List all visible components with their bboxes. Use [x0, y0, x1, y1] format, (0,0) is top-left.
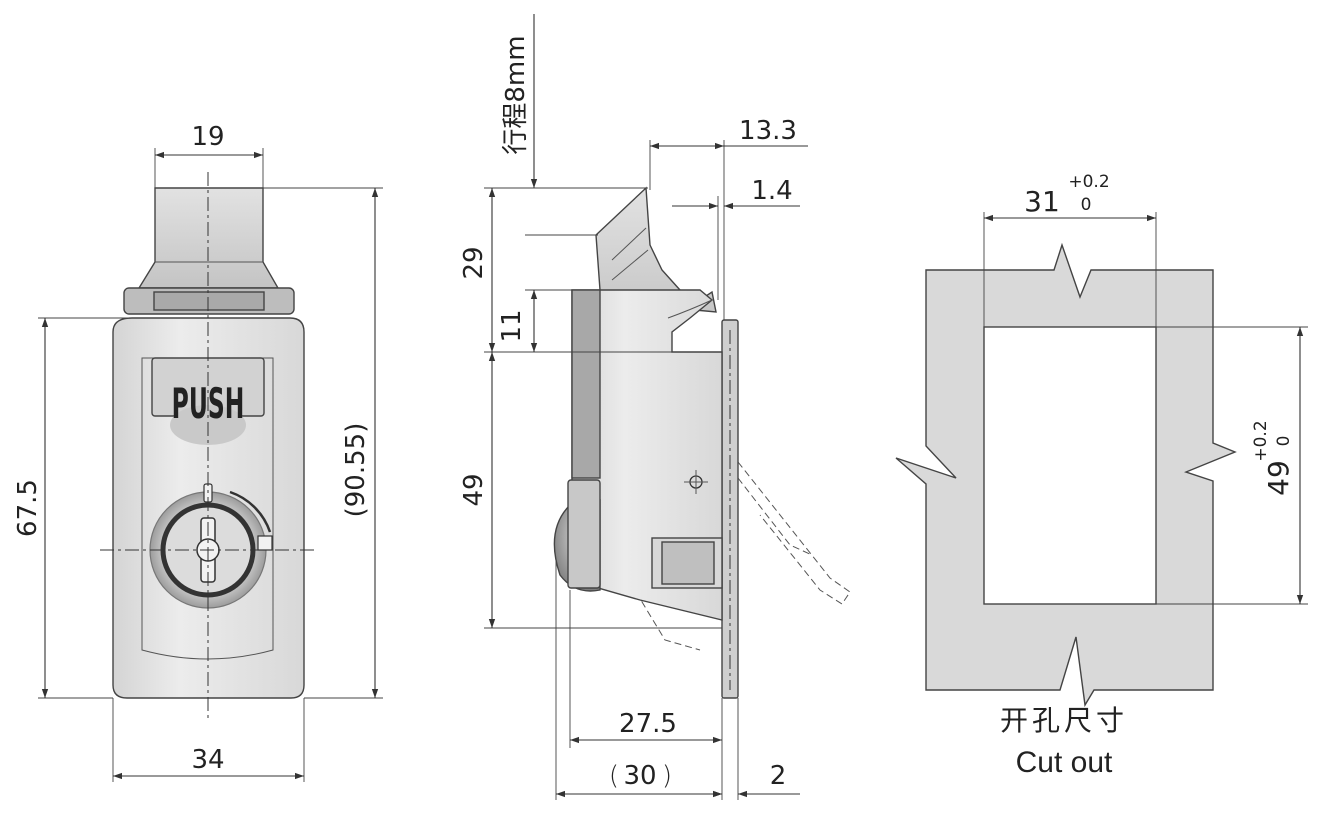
dim-stroke: 行程8mm [501, 35, 531, 154]
dim-width-bottom: 34 [191, 745, 224, 775]
cutout-title-en: Cut out [1016, 746, 1113, 779]
dim-cutout-height-tol-plus: +0.2 [1251, 420, 1271, 461]
dim-height-hook: 11 [497, 309, 527, 342]
paren-close: ) [662, 761, 672, 791]
paren-open: ( [609, 761, 619, 791]
side-view: 行程8mm 29 11 49 13.3 1.4 27.5 [459, 14, 851, 800]
dim-height-trigger: 29 [459, 246, 489, 279]
dim-cutout-width-tol-minus: 0 [1081, 195, 1092, 215]
dim-cutout-width: 31 [1024, 185, 1060, 218]
dim-depth-overall: 30 [623, 761, 656, 791]
dim-height-body: 67.5 [13, 479, 43, 537]
dim-height-body-side: 49 [459, 473, 489, 506]
dim-offset-small: 1.4 [751, 176, 792, 206]
front-view: PUSH 19 67.5 (90.55) 34 [13, 122, 383, 782]
cutout-hole [983, 326, 1157, 605]
dim-flange-thickness: 2 [770, 761, 787, 791]
dim-depth-body: 27.5 [619, 709, 677, 739]
dim-width-top: 19 [191, 122, 224, 152]
dim-cutout-width-tol-plus: +0.2 [1068, 172, 1109, 192]
dim-height-overall: (90.55) [341, 423, 371, 518]
cutout-view: 31 +0.2 0 49 +0.2 0 开孔尺寸 Cut out [895, 172, 1308, 779]
dim-offset-top: 13.3 [739, 116, 797, 146]
dim-cutout-height-tol-minus: 0 [1274, 436, 1294, 447]
cutout-title-cn: 开孔尺寸 [1000, 704, 1128, 737]
dim-cutout-height: 49 [1262, 460, 1295, 496]
